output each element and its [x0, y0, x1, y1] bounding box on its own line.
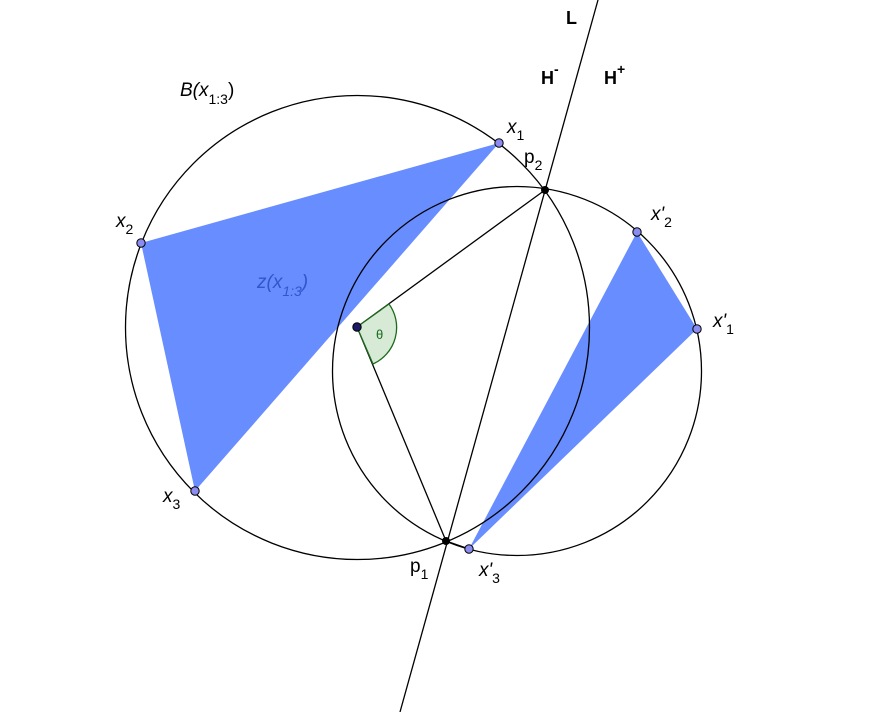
label-ball: B(x1:3): [180, 80, 234, 107]
label-x1: x1: [506, 117, 525, 143]
line-l: [399, 0, 599, 712]
point-x2: [136, 238, 146, 248]
angle-theta-marker: [356, 303, 398, 365]
label-x1p: x'1: [712, 311, 734, 337]
label-line-l: L: [566, 8, 577, 28]
point-x3p: [464, 544, 474, 554]
point-center: [352, 322, 362, 332]
label-p1: p1: [410, 556, 429, 582]
label-x3p: x'3: [478, 560, 500, 586]
label-x2p: x'2: [650, 204, 672, 230]
label-centroid: z(x1:3): [256, 272, 308, 299]
label-h-minus: H-: [541, 61, 559, 88]
label-h-plus: H+: [604, 61, 625, 88]
point-x1: [494, 138, 504, 148]
point-x2p: [632, 227, 642, 237]
label-p2: p2: [524, 147, 543, 173]
triangle-x1-x2-x3: [141, 143, 499, 491]
label-x3: x3: [162, 486, 181, 512]
triangle-x1p-x2p-x3p: [469, 232, 697, 549]
ball-circle: [124, 94, 591, 561]
point-p1: [442, 537, 450, 545]
point-x1p: [692, 324, 702, 334]
label-x2: x2: [115, 211, 134, 237]
point-x3: [190, 486, 200, 496]
theta-label: θ: [376, 327, 383, 342]
point-p2: [541, 186, 549, 194]
reflected-circle: [331, 185, 703, 557]
